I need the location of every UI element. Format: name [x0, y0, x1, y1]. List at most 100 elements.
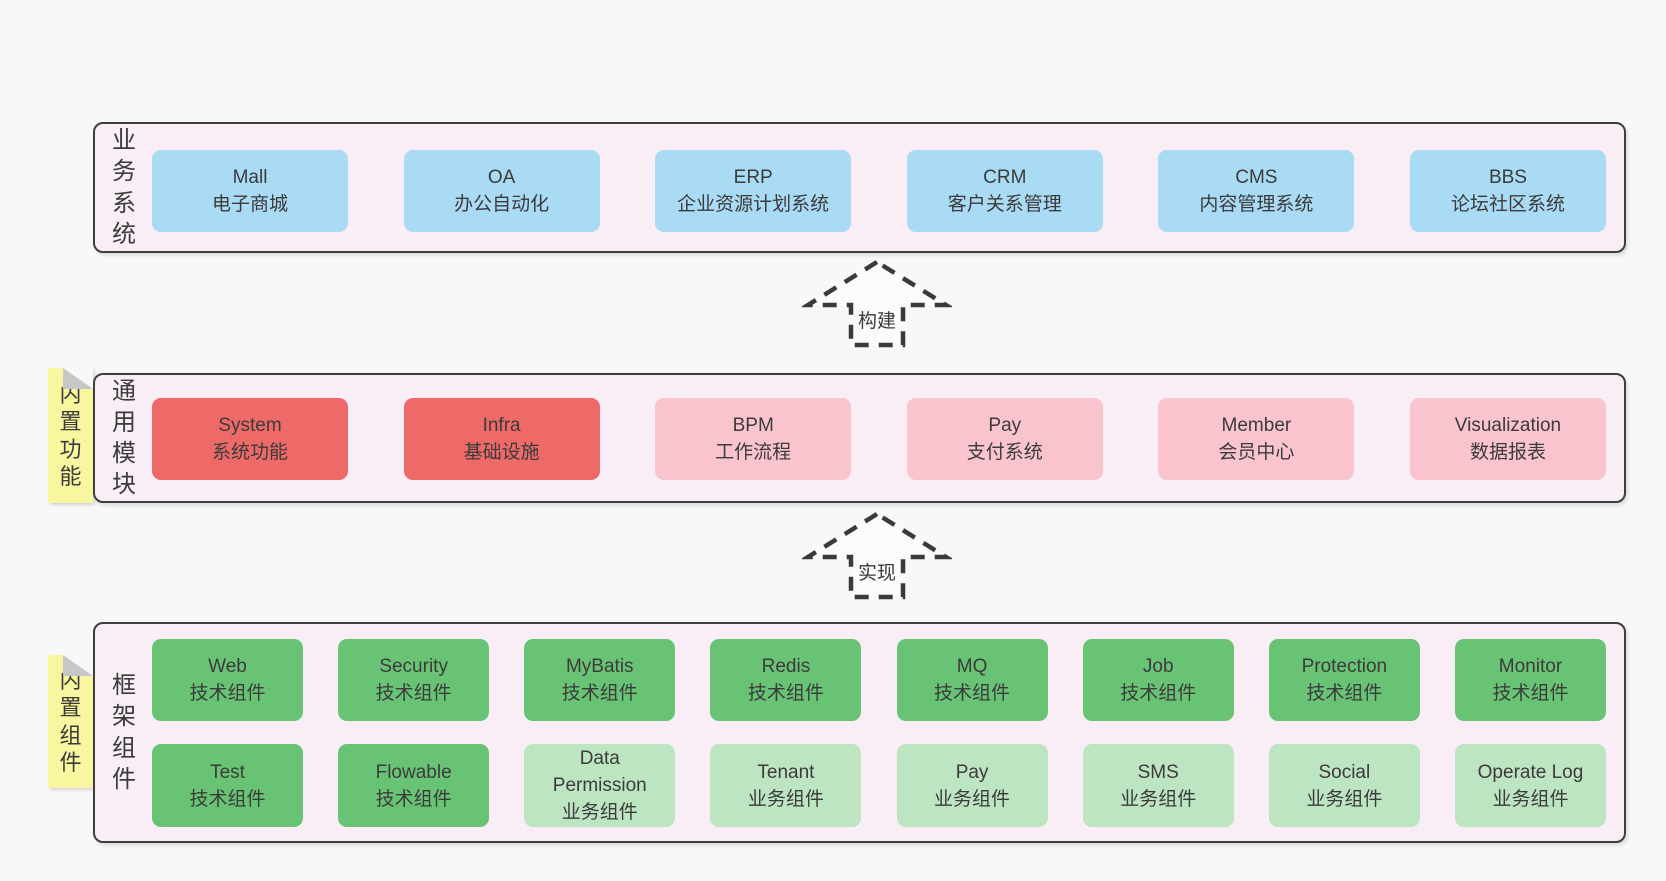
box-protection: Protection 技术组件: [1268, 639, 1420, 721]
box-bpm: BPM 工作流程: [655, 398, 852, 480]
box-title: Protection: [1301, 656, 1388, 677]
box-subtitle: 技术组件: [375, 788, 452, 810]
box-subtitle: 基础设施: [463, 442, 540, 463]
box-security: Security 技术组件: [338, 639, 490, 721]
box-subtitle: 电子商城: [211, 194, 288, 215]
build-arrow-label: 构建: [857, 311, 896, 332]
box-subtitle: 技术组件: [1492, 683, 1569, 704]
box-subtitle: 技术组件: [375, 683, 452, 704]
box-subtitle: 企业资源计划系统: [677, 194, 830, 215]
framework-components-label: 框架组件: [112, 672, 136, 793]
folded-corner-icon: [63, 655, 93, 676]
box-mq: MQ 技术组件: [896, 639, 1048, 721]
folded-corner-icon: [63, 368, 93, 389]
box-subtitle: 技术组件: [189, 683, 266, 704]
box-subtitle: 业务组件: [1492, 788, 1569, 810]
box-crm: CRM 客户关系管理: [906, 150, 1103, 232]
box-title: MyBatis: [565, 656, 634, 677]
box-title: Visualization: [1454, 415, 1562, 436]
common-modules-row: System 系统功能 Infra 基础设施 BPM 工作流程 Pay 支付系统…: [152, 398, 1606, 480]
box-redis: Redis 技术组件: [710, 639, 862, 721]
box-title: Job: [1142, 656, 1174, 677]
box-subtitle: 技术组件: [934, 683, 1011, 704]
built-in-components-note: 内置组件: [48, 655, 93, 788]
built-in-components-note-label: 内置组件: [59, 667, 82, 776]
business-systems-label-column: 业务系统: [99, 124, 149, 251]
box-monitor: Monitor 技术组件: [1454, 639, 1606, 721]
box-title: Web: [208, 656, 247, 677]
box-mall: Mall 电子商城: [152, 150, 348, 232]
box-infra: Infra 基础设施: [403, 398, 600, 480]
box-title: BPM: [732, 415, 774, 436]
box-social: Social 业务组件: [1268, 744, 1420, 827]
box-title: ERP: [733, 167, 773, 188]
box-title: Member: [1221, 415, 1292, 436]
box-title: System: [218, 415, 282, 436]
framework-row-1: Web 技术组件 Security 技术组件 MyBatis 技术组件 Redi…: [152, 639, 1606, 721]
build-arrow: 构建: [802, 258, 952, 348]
box-web: Web 技术组件: [152, 639, 303, 721]
implement-arrow-label: 实现: [857, 563, 896, 584]
box-erp: ERP 企业资源计划系统: [655, 150, 852, 232]
box-operate-log: Operate Log 业务组件: [1454, 744, 1606, 827]
framework-components-label-column: 框架组件: [99, 624, 149, 841]
box-subtitle: 业务组件: [561, 802, 638, 823]
box-title: Monitor: [1498, 656, 1563, 677]
box-title: Social: [1318, 761, 1371, 783]
box-title: Mall: [232, 167, 268, 188]
box-title: Infra: [482, 415, 521, 436]
business-systems-panel: 业务系统 Mall 电子商城 OA 办公自动化 ERP 企业资源计划系统 CRM…: [93, 122, 1626, 253]
common-modules-label: 通用模块: [112, 377, 136, 499]
dashed-up-arrow-icon: [802, 511, 952, 600]
box-flowable: Flowable 技术组件: [338, 744, 490, 827]
box-subtitle: 支付系统: [966, 442, 1043, 463]
box-oa: OA 办公自动化: [403, 150, 600, 232]
box-member: Member 会员中心: [1158, 398, 1355, 480]
box-job: Job 技术组件: [1082, 639, 1234, 721]
box-subtitle: 业务组件: [747, 788, 824, 810]
box-subtitle: 业务组件: [934, 788, 1011, 810]
built-in-functions-note-label: 内置功能: [59, 381, 82, 490]
box-title: Security: [379, 656, 448, 677]
implement-arrow: 实现: [802, 510, 952, 600]
box-title: Pay: [988, 415, 1022, 436]
box-subtitle: 办公自动化: [454, 194, 550, 215]
box-title: Test: [210, 761, 245, 783]
framework-row-2: Test 技术组件 Flowable 技术组件 Data Permission …: [152, 744, 1606, 827]
business-systems-row: Mall 电子商城 OA 办公自动化 ERP 企业资源计划系统 CRM 客户关系…: [152, 150, 1606, 232]
box-title: Operate Log: [1477, 761, 1584, 783]
box-bbs: BBS 论坛社区系统: [1409, 150, 1606, 232]
box-subtitle: 技术组件: [747, 683, 824, 704]
box-title: MQ: [956, 656, 988, 677]
box-sms: SMS 业务组件: [1082, 744, 1234, 827]
built-in-functions-note: 内置功能: [48, 368, 93, 503]
box-title: Data Permission: [552, 748, 647, 796]
box-tenant: Tenant 业务组件: [710, 744, 862, 827]
business-systems-label: 业务系统: [112, 127, 136, 248]
box-title: CRM: [983, 167, 1027, 188]
box-visualization: Visualization 数据报表: [1409, 398, 1606, 480]
box-cms: CMS 内容管理系统: [1158, 150, 1355, 232]
box-subtitle: 客户关系管理: [947, 194, 1062, 215]
box-system: System 系统功能: [152, 398, 348, 480]
box-subtitle: 数据报表: [1469, 442, 1546, 463]
box-title: BBS: [1488, 167, 1527, 188]
box-test: Test 技术组件: [152, 744, 303, 827]
box-subtitle: 技术组件: [561, 683, 638, 704]
box-subtitle: 技术组件: [189, 788, 266, 810]
framework-components-panel: 框架组件 Web 技术组件 Security 技术组件 MyBatis 技术组件…: [93, 622, 1626, 843]
box-title: Tenant: [757, 761, 815, 783]
dashed-up-arrow-icon: [802, 259, 952, 348]
common-modules-panel: 通用模块 System 系统功能 Infra 基础设施 BPM 工作流程 Pay…: [93, 373, 1626, 503]
box-subtitle: 论坛社区系统: [1450, 194, 1565, 215]
box-pay-component: Pay 业务组件: [896, 744, 1048, 827]
box-subtitle: 业务组件: [1120, 788, 1197, 810]
box-pay-system: Pay 支付系统: [906, 398, 1103, 480]
box-data-permission: Data Permission 业务组件: [524, 744, 676, 827]
box-title: OA: [487, 167, 516, 188]
box-subtitle: 会员中心: [1218, 442, 1295, 463]
box-title: CMS: [1235, 167, 1278, 188]
box-title: Flowable: [375, 761, 452, 783]
box-mybatis: MyBatis 技术组件: [524, 639, 676, 721]
box-subtitle: 内容管理系统: [1199, 194, 1314, 215]
